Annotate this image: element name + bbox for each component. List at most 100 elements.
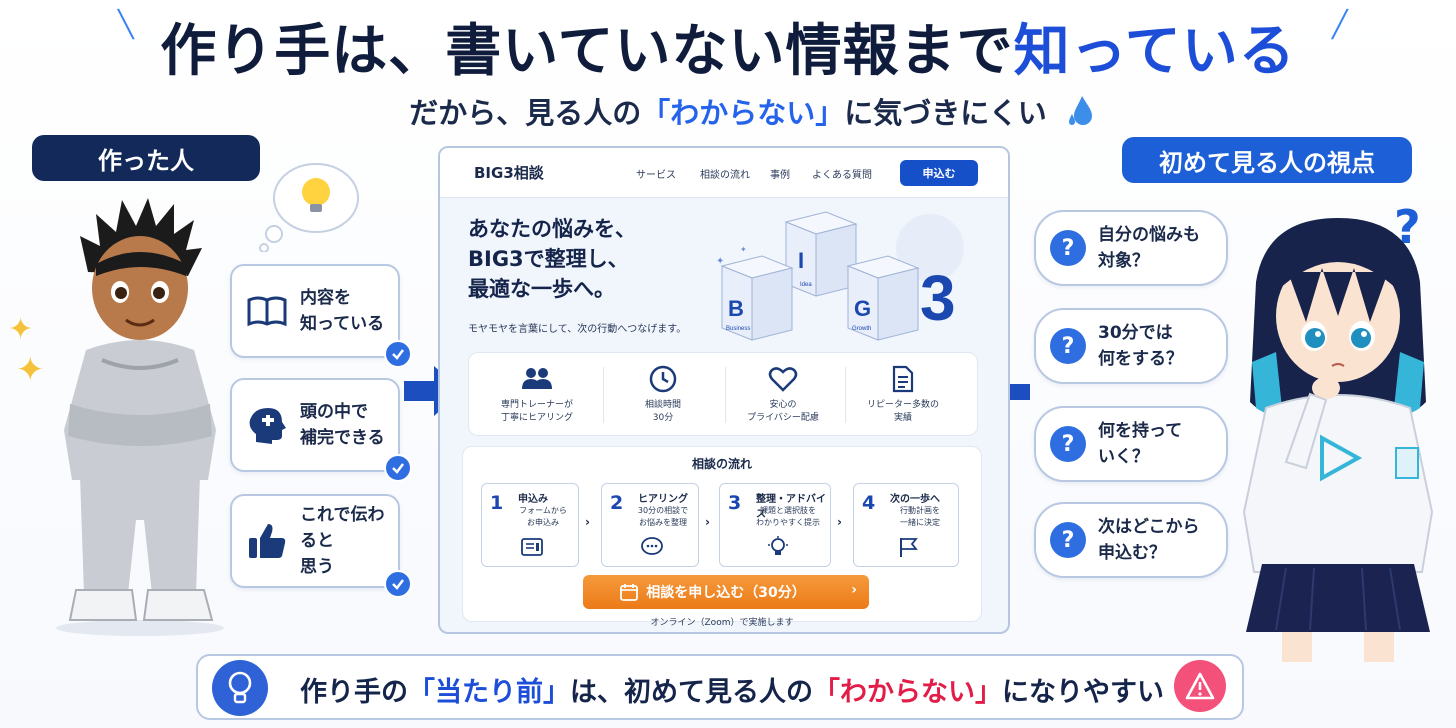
creator-label: 作った人: [32, 135, 260, 181]
consultation-flow: 相談の流れ 1 申込み フォームから お申込み › 2 ヒアリング 30分の相談…: [462, 446, 982, 628]
big-number-3: 3: [920, 262, 956, 334]
nav-link-faq[interactable]: よくある質問: [812, 170, 872, 181]
question-text: 30分では 何をする？: [1098, 323, 1183, 369]
step-desc: 行動計画を 一緒に決定: [900, 506, 940, 527]
svg-text:B: B: [728, 296, 744, 321]
big3-cubes-illustration: I Idea B Business G Growth 3 ✦ ✦: [716, 211, 964, 341]
head-puzzle-icon: [249, 408, 286, 444]
website-mockup: BIG3相談 サービス 相談の流れ 事例 よくある質問 申込む あなたの悩みを、…: [438, 146, 1010, 634]
feature-item: リピーター多数の 実績: [843, 365, 963, 425]
check-icon: [384, 570, 412, 598]
step-number: 3: [728, 492, 742, 514]
flow-step: 4 次の一歩へ 行動計画を 一緒に決定: [853, 483, 959, 567]
check-icon: [384, 340, 412, 368]
site-brand[interactable]: BIG3相談: [474, 164, 544, 182]
flag-icon: [900, 538, 918, 557]
feature-text: 相談時間 30分: [644, 400, 681, 423]
check-icon: [384, 454, 412, 482]
creator-card: 内容を 知っている: [230, 264, 412, 368]
step-number: 2: [610, 492, 624, 514]
clock-icon: [649, 365, 677, 393]
hero-subtext: モヤモヤを言葉にして、次の行動へつなげます。: [468, 324, 687, 335]
apply-consultation-button[interactable]: 相談を申し込む（30分） ›: [583, 575, 869, 609]
step-number: 1: [490, 492, 504, 514]
sparkle-icon: ✦: [16, 350, 45, 390]
visitor-label: 初めて見る人の視点: [1122, 137, 1412, 183]
question-icon: ?: [1050, 230, 1086, 266]
chevron-right-icon: ›: [837, 515, 842, 529]
question-text: 何を持って いく？: [1098, 421, 1183, 467]
takeaway-mid: は、初めて見る人の: [570, 677, 813, 708]
flow-step: 1 申込み フォームから お申込み: [481, 483, 579, 567]
lightbulb-icon: [212, 660, 268, 716]
sparkle-icon: ╲: [118, 10, 134, 40]
step-title: 申込み: [518, 494, 548, 505]
step-title: 次の一歩へ: [890, 494, 940, 505]
sparkle-icon: ✦: [8, 312, 34, 347]
chevron-right-icon: ›: [585, 515, 590, 529]
page-title: 作り手は、書いていない情報まで知っている: [0, 6, 1456, 87]
page-subtitle: だから、見る人の「わからない」に気づきにくい: [0, 90, 1456, 132]
visitor-figure: [1242, 218, 1434, 662]
question-icon: ?: [1050, 426, 1086, 462]
lightbulb-icon: [302, 178, 330, 212]
flow-step: 3 整理・アドバイス 課題と選択肢を わかりやすく提示: [719, 483, 831, 567]
nav-apply-button[interactable]: 申込む: [900, 160, 978, 186]
nav-link-services[interactable]: サービス: [636, 170, 676, 181]
takeaway-highlight-1: 「当たり前」: [408, 677, 570, 708]
creator-card-text: 内容を 知っている: [300, 288, 385, 334]
people-icon: [522, 368, 552, 389]
feature-item: 専門トレーナーが 丁寧にヒアリング: [477, 365, 597, 425]
takeaway-banner: [196, 654, 1244, 720]
cta-label: 相談を申し込む（30分）: [646, 585, 806, 601]
takeaway-pre: 作り手の: [300, 677, 408, 708]
subtitle-highlight: 「わからない」: [641, 96, 845, 130]
warning-icon: [1174, 660, 1226, 712]
hero-heading: あなたの悩みを、 BIG3で整理し、 最適な一歩へ。: [468, 217, 636, 301]
creator-card-text: 頭の中で 補完できる: [300, 402, 385, 448]
step-title: ヒアリング: [638, 494, 688, 505]
creator-card-text: これで伝わると 思う: [300, 505, 385, 577]
question-bubble: ? 自分の悩みも 対象？: [1034, 210, 1228, 286]
creator-card: 頭の中で 補完できる: [230, 378, 412, 482]
sparkle-icon: ╱: [1332, 10, 1348, 40]
step-desc: 課題と選択肢を わかりやすく提示: [756, 506, 820, 527]
question-bubble: ? 次はどこから 申込む？: [1034, 502, 1228, 578]
document-icon: [892, 365, 914, 393]
lightbulb-icon: [768, 536, 788, 555]
creator-card: これで伝わると 思う: [230, 494, 412, 598]
question-bubble: ? 何を持って いく？: [1034, 406, 1228, 482]
feature-item: 安心の プライバシー配慮: [723, 365, 843, 425]
question-text: 自分の悩みも 対象？: [1098, 225, 1200, 271]
nav-link-flow[interactable]: 相談の流れ: [700, 170, 750, 181]
title-text: 作り手は、書いていない情報まで: [160, 19, 1014, 84]
flow-step: 2 ヒアリング 30分の相談で お悩みを整理: [601, 483, 699, 567]
heart-icon: [768, 367, 798, 392]
cube-i: I Idea: [784, 211, 858, 297]
svg-text:Growth: Growth: [852, 326, 871, 332]
step-desc: フォームから お申込み: [519, 506, 567, 527]
nav-link-cases[interactable]: 事例: [770, 170, 790, 181]
cube-g: G Growth: [846, 255, 920, 341]
title-highlight: 知っている: [1013, 19, 1296, 84]
calendar-icon: [620, 584, 638, 601]
creator-figure: [56, 198, 224, 636]
takeaway-highlight-2: 「わからない」: [813, 677, 1002, 708]
step-title: 整理・アドバイス: [756, 494, 826, 520]
feature-text: 安心の プライバシー配慮: [747, 400, 819, 423]
question-bubble: ? 30分では 何をする？: [1034, 308, 1228, 384]
step-desc: 30分の相談で お悩みを整理: [637, 506, 689, 527]
sweat-drop-icon: [1069, 96, 1092, 125]
step-number: 4: [862, 492, 876, 514]
form-icon: [521, 538, 543, 556]
chat-icon: [641, 537, 663, 555]
svg-text:Business: Business: [726, 326, 750, 332]
takeaway-post: になりやすい: [1002, 677, 1164, 708]
svg-text:✦: ✦: [740, 245, 747, 254]
svg-text:I: I: [798, 248, 804, 273]
cube-b: B Business: [720, 255, 794, 341]
takeaway-text: 作り手の「当たり前」は、初めて見る人の「わからない」になりやすい: [300, 670, 1180, 709]
svg-text:✦: ✦: [716, 256, 724, 267]
question-icon: ?: [1050, 328, 1086, 364]
